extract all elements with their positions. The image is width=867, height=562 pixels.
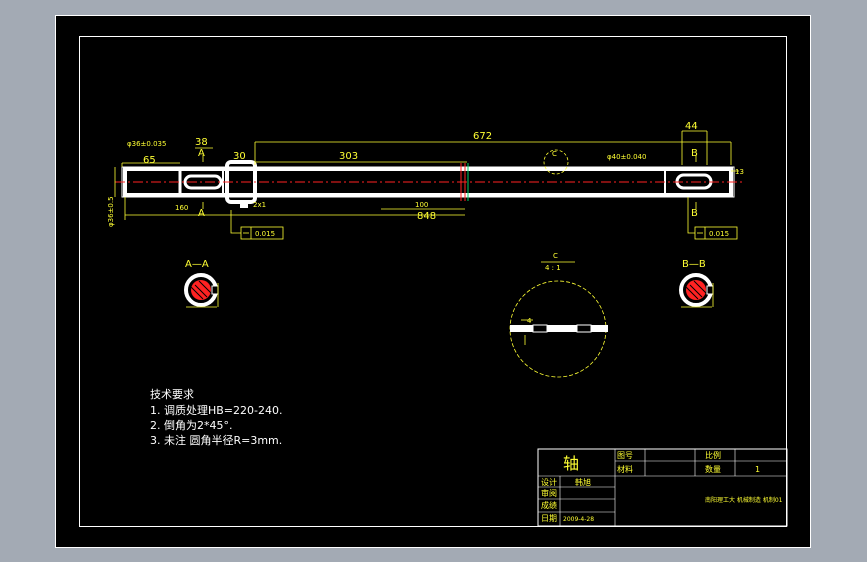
cad-viewport[interactable]: 672 303 65 38 30 44 13 100 848 2x1 φ36±0… [55, 15, 811, 548]
notes-line-1: 1. 调质处理HB=220-240. [150, 404, 282, 417]
quantity-value: 1 [755, 465, 760, 474]
drawing-no-label: 图号 [617, 451, 633, 460]
tolerance-left-value: 0.015 [255, 230, 275, 238]
dim-38: 38 [195, 137, 208, 148]
detail-c-dim-4: 4 [527, 317, 532, 325]
notes-line-2: 2. 倒角为2*45°. [150, 419, 232, 432]
detail-mark-c: C [552, 150, 557, 158]
drawing-frame [79, 36, 787, 527]
section-mark-a-bottom: A [198, 208, 205, 219]
dim-848: 848 [417, 211, 436, 222]
dim-dia-right: φ40±0.040 [607, 153, 646, 161]
dim-dia-left: φ36±0.035 [127, 140, 166, 148]
section-mark-b-bottom: B [691, 208, 698, 219]
dim-44: 44 [685, 121, 698, 132]
detail-c-scale: 4 : 1 [545, 264, 561, 272]
scale-label: 比例 [705, 450, 721, 460]
shaft-drawing: 672 303 65 38 30 44 13 100 848 2x1 φ36±0… [55, 15, 811, 548]
detail-c-label: C [553, 252, 558, 260]
sheet-border [55, 15, 811, 548]
technical-notes: 技术要求 1. 调质处理HB=220-240. 2. 倒角为2*45°. 3. … [150, 388, 282, 447]
section-bb-label: B—B [682, 259, 706, 270]
dim-303: 303 [339, 151, 358, 162]
tolerance-frame-left: 0.015 [240, 226, 284, 240]
dimension-lines [114, 130, 739, 234]
dim-chamfer: 2x1 [253, 201, 266, 209]
dim-30: 30 [233, 151, 246, 162]
quantity-label: 数量 [705, 464, 721, 474]
tolerance-frame-right: 0.015 [694, 226, 738, 240]
title-block: 轴 图号 材料 比例 数量 1 设计 韩旭 审阅 成绩 日期 2009-4-28… [537, 448, 788, 527]
dim-13: 13 [735, 168, 744, 176]
dim-100: 100 [415, 201, 428, 209]
section-aa-label: A—A [185, 259, 209, 270]
design-label: 设计 [541, 477, 557, 487]
notes-line-3: 3. 未注 圆角半径R=3mm. [150, 433, 282, 447]
date-label: 日期 [541, 514, 557, 523]
section-mark-a-top: A [198, 148, 205, 159]
dim-dia-vertical: φ36±0.5 [107, 196, 115, 227]
dim-65: 65 [143, 155, 156, 166]
shaft-main-view [115, 160, 745, 208]
tolerance-right-value: 0.015 [709, 230, 729, 238]
section-bb-view: B—B [679, 259, 714, 308]
detail-c-view: C 4 : 1 4 [509, 252, 608, 378]
notes-title: 技术要求 [150, 388, 194, 401]
review-label: 审阅 [541, 488, 557, 498]
dim-r-160: 160 [175, 204, 188, 212]
part-name: 轴 [563, 454, 579, 473]
section-aa-view: A—A [184, 259, 219, 308]
check-label: 成绩 [541, 500, 557, 510]
school-info: 南阳理工大 机械制造 机制01 [705, 496, 783, 504]
designer-name: 韩旭 [575, 477, 591, 487]
dim-672: 672 [473, 131, 492, 142]
section-mark-b-top: B [691, 148, 698, 159]
date-value: 2009-4-28 [563, 516, 594, 523]
material-label: 材料 [617, 464, 633, 474]
